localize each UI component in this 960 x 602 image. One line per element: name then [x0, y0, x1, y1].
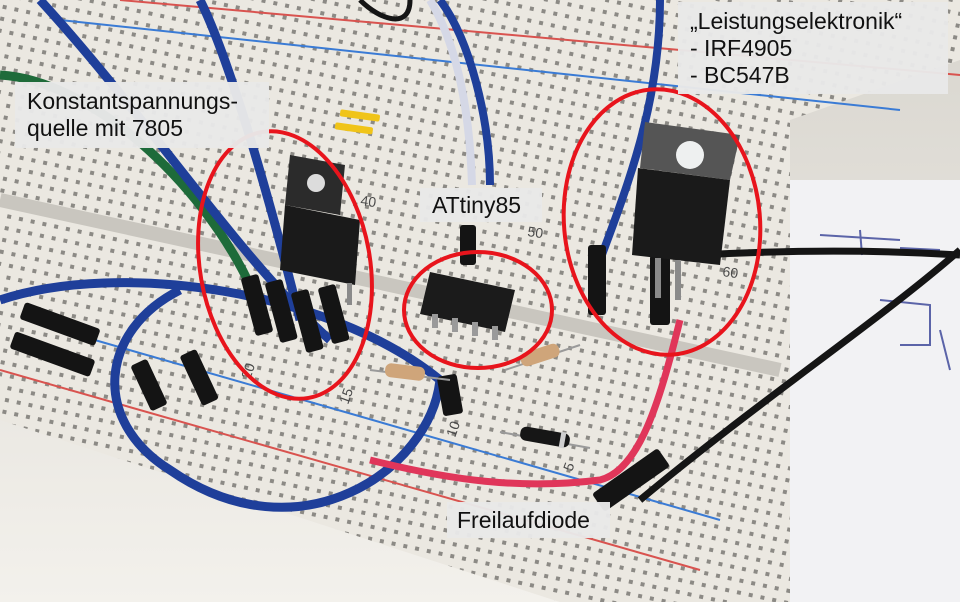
bb-number-60: 60: [722, 263, 740, 281]
wire-black-1: [699, 247, 960, 259]
highlight-ellipse-power: [561, 87, 763, 357]
wire-blue-5: [596, 0, 664, 262]
resistor-left: [369, 363, 451, 381]
small-yellow-parts: [334, 109, 380, 135]
bb-number-15: 15: [336, 386, 356, 406]
wire-red: [369, 319, 684, 488]
voltage-regulator-7805: [280, 155, 360, 305]
wire-black-2: [637, 247, 960, 503]
highlight-ellipse-attiny: [402, 250, 554, 370]
resistor-middle: [504, 343, 581, 371]
attiny85-chip: [420, 272, 515, 340]
label-voltage-regulator: Konstantspannungs- quelle mit 7805: [15, 82, 269, 148]
freewheel-diode: [499, 426, 591, 449]
bb-number-50: 50: [527, 223, 545, 241]
label-freewheel-diode: Freilaufdiode: [447, 502, 610, 538]
bb-number-10: 10: [443, 419, 463, 439]
irf4905-mosfet: [632, 122, 740, 300]
wire-blue-4: [436, 0, 494, 186]
bb-number-20: 20: [238, 361, 258, 381]
paper-sketch: [819, 229, 951, 371]
bb-number-40: 40: [360, 192, 378, 210]
label-power-electronics: „Leistungselektronik“ - IRF4905 - BC547B: [678, 2, 948, 94]
wire-black-3: [358, 0, 413, 22]
label-attiny85: ATtiny85: [420, 188, 542, 222]
center-channel: [0, 193, 782, 377]
rail-blue-top: [59, 19, 901, 111]
wire-white: [426, 0, 476, 186]
